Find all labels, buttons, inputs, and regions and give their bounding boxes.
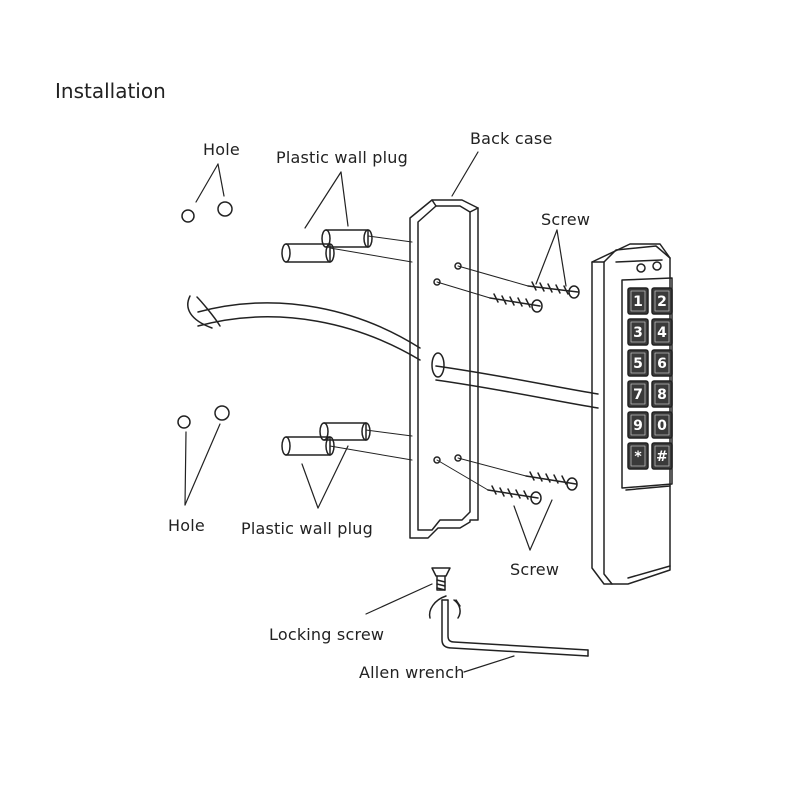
locking-screw [431, 567, 451, 591]
back-case [409, 199, 479, 539]
leaders-plug-bottom [301, 445, 349, 509]
keypad-key-face [654, 321, 670, 343]
keypad-key-1 [627, 287, 649, 315]
keypad-key-2 [651, 287, 673, 315]
alignment-lines-screws [436, 265, 529, 491]
keypad-key-label: 1 [633, 294, 643, 310]
keypad-key-3 [627, 318, 649, 346]
leaders-hole-top [195, 163, 225, 203]
screws-top [489, 281, 580, 313]
leaders-hole-bottom [184, 423, 221, 506]
keypad-key-face [630, 445, 646, 467]
keypad-key-label: 2 [657, 294, 667, 310]
hole-bottom-right [214, 405, 230, 421]
leaders-screw-bottom [513, 499, 553, 551]
cable [187, 295, 599, 409]
label-plastic-wall-plug-bottom: Plastic wall plug [241, 519, 374, 538]
leaders-plug-top [304, 171, 349, 229]
keypad-key-label: 6 [657, 356, 667, 372]
keypad-key-face [654, 414, 670, 436]
label-screw-bottom: Screw [510, 560, 560, 579]
keypad-key-face [654, 352, 670, 374]
leader-allen-wrench [463, 655, 515, 673]
keypad-key-label: # [656, 449, 668, 465]
keypad-key-label: 7 [633, 387, 643, 403]
keypad-key-label: * [634, 449, 642, 465]
keypad-key-face [630, 321, 646, 343]
hole-top-right [217, 201, 233, 217]
leader-back-case [451, 151, 479, 197]
keypad-key-label: 9 [633, 418, 643, 434]
keypad-key-label: 4 [657, 325, 667, 341]
keypad-key-8 [651, 380, 673, 408]
keypad-key-star [627, 442, 649, 470]
keypad-key-4 [651, 318, 673, 346]
screws-bottom [487, 471, 578, 505]
keypad-unit [591, 243, 673, 585]
label-hole-bottom: Hole [168, 516, 205, 535]
keypad-key-label: 0 [657, 418, 667, 434]
label-back-case: Back case [470, 129, 553, 148]
keypad-key-face [630, 290, 646, 312]
keypad-key-7 [627, 380, 649, 408]
allen-wrench [428, 595, 589, 657]
label-hole-top: Hole [203, 140, 240, 159]
leaders-screw-top [535, 229, 567, 287]
keypad-key-face [654, 383, 670, 405]
keypad-key-face [630, 352, 646, 374]
keypad-key-6 [651, 349, 673, 377]
hole-bottom-left [177, 415, 191, 429]
keypad-key-9 [627, 411, 649, 439]
diagram-title: Installation [55, 79, 166, 103]
keypad-key-label: 3 [633, 325, 643, 341]
label-allen-wrench: Allen wrench [359, 663, 465, 682]
leader-locking-screw [365, 583, 433, 615]
keypad-key-hash [651, 442, 673, 470]
alignment-lines-plugs [329, 235, 413, 461]
hole-top-left [181, 209, 195, 223]
wall-holes-bottom [177, 405, 230, 429]
keypad-key-face [630, 414, 646, 436]
keypad-key-label: 8 [657, 387, 667, 403]
label-plastic-wall-plug-top: Plastic wall plug [276, 148, 409, 167]
keypad-key-face [654, 290, 670, 312]
label-locking-screw: Locking screw [269, 625, 385, 644]
keypad-key-5 [627, 349, 649, 377]
keypad-key-0 [651, 411, 673, 439]
keypad-key-face [654, 445, 670, 467]
keypad-key-label: 5 [633, 356, 643, 372]
label-screw-top: Screw [541, 210, 591, 229]
wall-holes-top [181, 201, 233, 223]
keypad-key-face [630, 383, 646, 405]
plastic-wall-plugs-top [281, 229, 373, 263]
